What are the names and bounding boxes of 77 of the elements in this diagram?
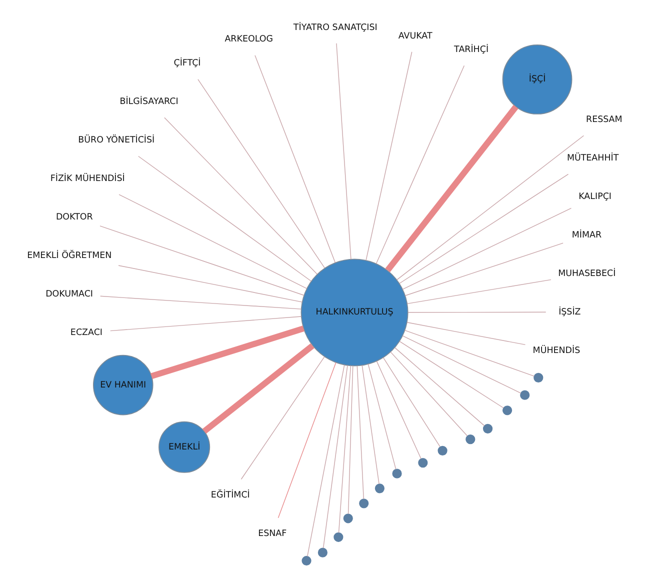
connector [399,174,569,284]
connector [338,365,352,534]
node-text: MÜHENDİS [532,346,580,356]
connector [406,322,526,346]
connector [202,343,314,434]
node-circle [534,372,544,382]
connector [366,52,412,261]
node-circle: EV HANIMI [92,354,154,416]
node-text: TARİHÇİ [454,44,489,55]
connector [254,55,336,264]
node-circle: HALKINKURTULUŞ [300,258,408,366]
connector [385,104,518,272]
node-text: MÜTEAHHİT [566,153,619,164]
connector [138,156,312,282]
connector [348,365,354,514]
connector [356,366,364,500]
node-circle [520,390,530,400]
node-text: ÇİFTÇİ [174,58,201,69]
node-text: ARKEOLOG [224,34,273,45]
connector [240,356,325,480]
connector [100,296,302,310]
node-circle: EMEKLİ [158,421,210,473]
connector [164,117,318,274]
node-circle [334,532,344,542]
node-text: AVUKAT [398,31,432,42]
connector [383,357,440,448]
node-text: MİMAR [572,230,602,240]
connector [362,364,380,484]
connector [336,43,352,260]
node-text: EĞİTİMCİ [210,490,250,500]
node-circle [466,434,476,444]
node-text: BÜRO YÖNETİCİSİ [78,136,155,146]
node-circle [502,406,512,416]
node-circle [318,548,328,558]
node-circle [418,458,428,468]
node-circle [302,556,312,566]
node-text: MUHASEBECİ [558,268,616,279]
connector [368,364,396,470]
node-text: TİYATRO SANATÇISI [293,22,378,33]
node-text: EMEKLİ ÖĞRETMEN [27,250,112,261]
connector [110,316,302,332]
node-text: KALIPÇI [578,192,612,202]
node-text: ECZACI [70,328,102,338]
connector [150,326,304,380]
connector [118,265,303,302]
node-circle [392,468,402,478]
connector [399,340,504,408]
node-text: FİZİK MÜHENDİSİ [50,174,125,184]
connector [278,362,336,518]
connector [376,360,422,459]
node-circle [438,446,448,456]
connector [402,208,572,290]
node-circle [374,484,384,494]
node-text: İŞSİZ [558,307,581,318]
connector [404,242,564,296]
connector [100,226,304,296]
connector [396,135,584,280]
connector [322,365,348,548]
connector [394,347,485,426]
connector [198,79,325,268]
node-circle [359,498,369,508]
connector [408,312,546,313]
connector [376,65,465,264]
node-circle [343,514,353,524]
connector [406,279,552,304]
node-text: ESNAF [258,528,287,539]
node-text: BİLGİSAYARCI [120,97,178,108]
node-text: DOKTOR [56,212,93,222]
connector [404,330,535,377]
connector [390,352,468,436]
connector [307,364,345,557]
node-text: DOKUMACI [46,289,94,300]
node-circle [482,424,493,434]
connector [118,194,308,289]
node-circle: İŞÇİ [502,44,572,114]
connector [402,335,522,394]
node-text: RESSAM [586,115,622,126]
